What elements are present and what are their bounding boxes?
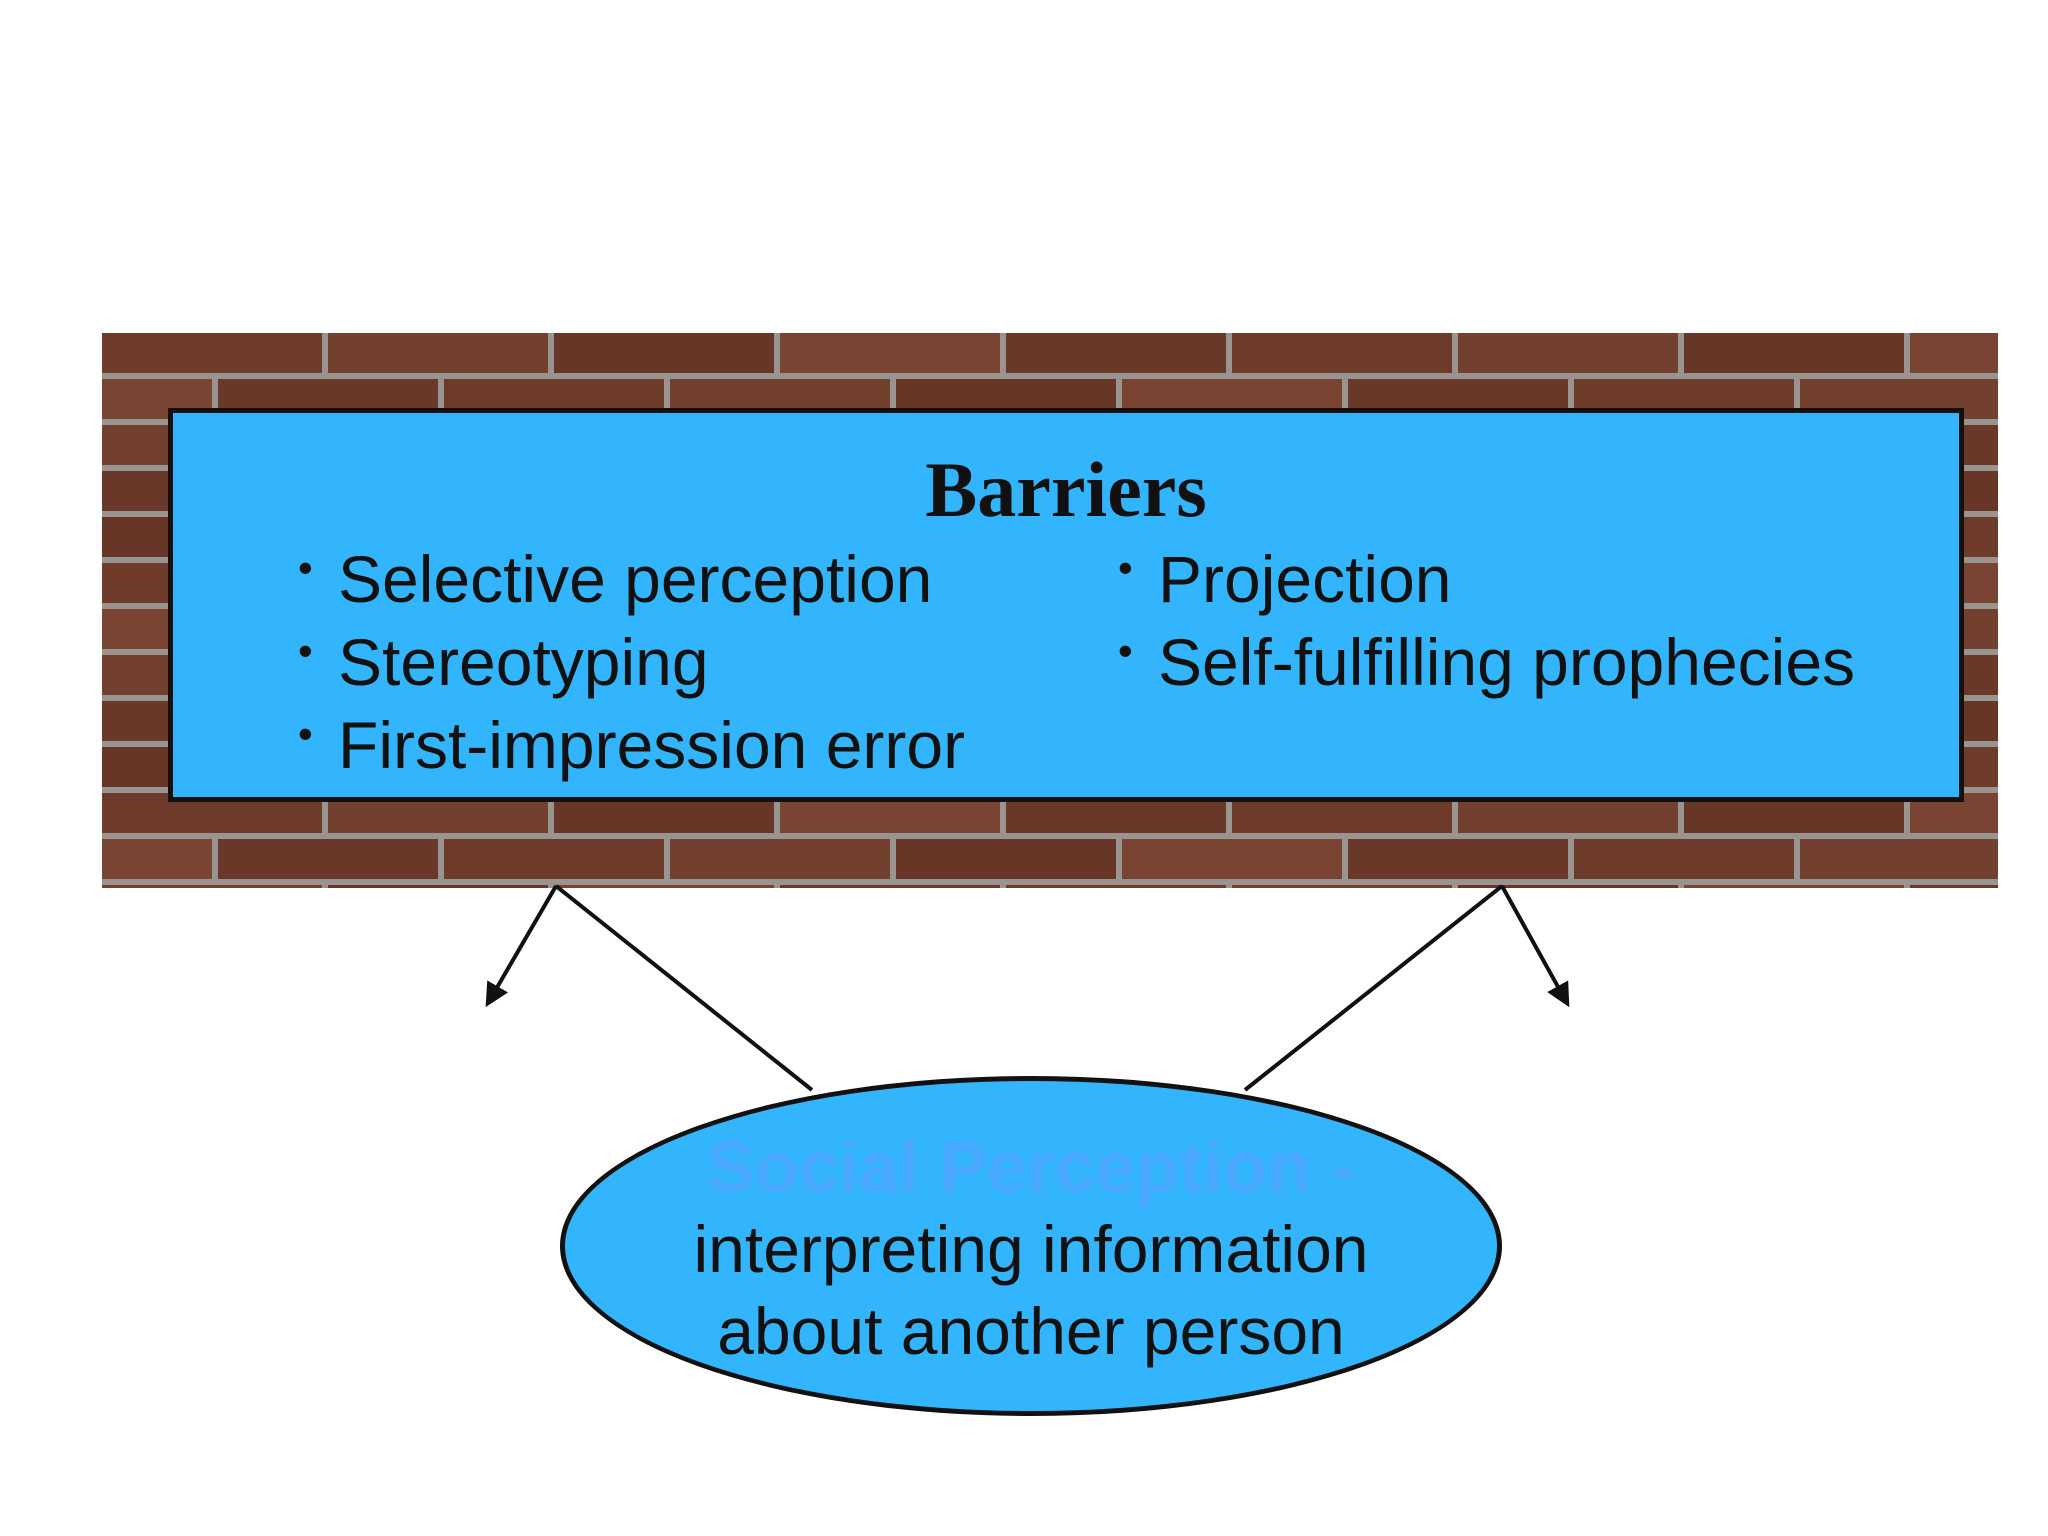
brick <box>218 839 438 879</box>
brick <box>1458 333 1678 373</box>
barrier-item: • Stereotyping <box>298 621 965 704</box>
connector-line-right <box>1243 884 1504 1092</box>
brick <box>328 333 548 373</box>
bullet: • <box>298 710 313 757</box>
barriers-list-left: • Selective perception • Stereotyping • Fir… <box>298 538 965 787</box>
bullet: • <box>1118 627 1133 674</box>
bullet: • <box>298 544 313 591</box>
brick <box>1574 839 1794 879</box>
barriers-title: Barriers <box>925 446 1207 533</box>
arrow-right <box>1500 885 1570 1008</box>
barrier-item: • Projection <box>1118 538 1855 621</box>
brick <box>896 839 1116 879</box>
brick <box>780 333 1000 373</box>
social-perception-ellipse <box>560 1076 1502 1416</box>
brick <box>1458 885 1678 888</box>
brick <box>1232 885 1452 888</box>
brick <box>670 839 890 879</box>
barrier-item-label: Projection <box>1158 542 1452 616</box>
social-perception-title: Social Perception - <box>706 1128 1356 1208</box>
brick <box>1348 839 1568 879</box>
barriers-box: Barriers • Selective perception • Stereoty… <box>168 408 1964 802</box>
brick <box>554 885 774 888</box>
brick <box>444 839 664 879</box>
brick <box>1910 885 1998 888</box>
barrier-item: • Selective perception <box>298 538 965 621</box>
bullet: • <box>298 627 313 674</box>
barriers-list-right: • Projection • Self-fulfilling prophecies <box>1118 538 1855 704</box>
brick <box>1006 885 1226 888</box>
barrier-item: • Self-fulfilling prophecies <box>1118 621 1855 704</box>
social-perception-line-1: interpreting information <box>693 1212 1369 1286</box>
connector-line-left <box>554 884 814 1092</box>
brick <box>102 885 322 888</box>
brick <box>1684 333 1904 373</box>
barrier-item-label: First-impression error <box>338 708 966 782</box>
brick <box>102 839 212 879</box>
brick <box>554 333 774 373</box>
brick <box>1232 333 1452 373</box>
barrier-item-label: Self-fulfilling prophecies <box>1158 625 1856 699</box>
arrow-left <box>485 884 558 1008</box>
social-perception-text: Social Perception - interpreting informa… <box>560 1128 1502 1372</box>
brick <box>1684 885 1904 888</box>
social-perception-line-2: about another person <box>717 1294 1345 1368</box>
brick <box>1800 839 1998 879</box>
brick <box>1122 839 1342 879</box>
barrier-item: • First-impression error <box>298 704 965 787</box>
brick <box>1910 333 1998 373</box>
brick <box>1006 333 1226 373</box>
barrier-item-label: Stereotyping <box>338 625 709 699</box>
brick <box>102 333 322 373</box>
bullet: • <box>1118 544 1133 591</box>
brick <box>780 885 1000 888</box>
barrier-item-label: Selective perception <box>338 542 933 616</box>
brick <box>328 885 548 888</box>
